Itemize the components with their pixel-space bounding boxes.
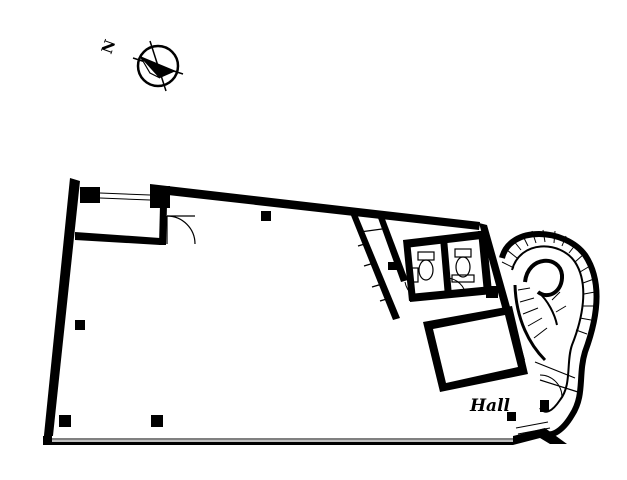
entrance xyxy=(75,186,196,245)
bottom-window xyxy=(52,436,513,442)
elevator-shaft xyxy=(423,306,528,392)
compass: N xyxy=(98,37,184,92)
north-arrow-icon xyxy=(132,40,184,92)
spiral-stair xyxy=(499,229,600,438)
toilet-1-icon xyxy=(417,251,435,281)
north-label: N xyxy=(98,37,120,56)
hall-area: Hall xyxy=(469,396,551,435)
columns xyxy=(59,211,271,427)
service-core xyxy=(350,213,498,320)
hall-label: Hall xyxy=(469,396,511,416)
toilet-2-icon xyxy=(454,248,472,278)
